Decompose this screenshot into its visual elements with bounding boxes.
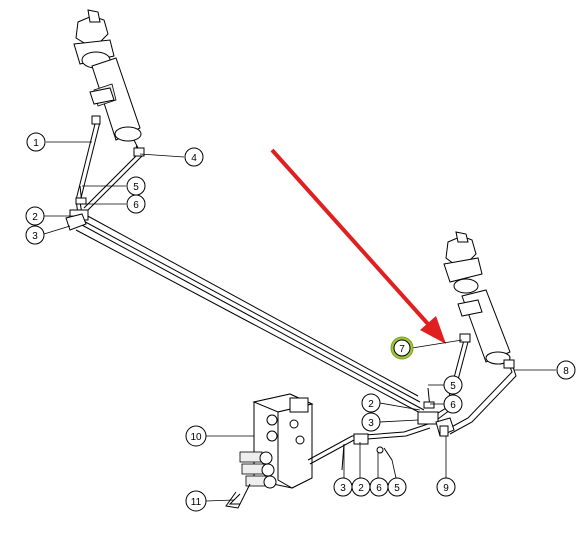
callout-2-bottom: 2 — [351, 477, 371, 497]
callout-label: 2 — [358, 483, 364, 494]
callout-6-upper-left: 6 — [126, 194, 146, 214]
callout-2-right: 2 — [361, 393, 381, 413]
callout-3-right: 3 — [361, 412, 381, 432]
callout-label: 6 — [450, 400, 456, 411]
cylinder-right — [443, 231, 511, 365]
callout-label: 2 — [368, 399, 374, 410]
callout-label: 6 — [376, 483, 382, 494]
callout-label: 9 — [443, 483, 449, 494]
callout-label: 3 — [340, 483, 346, 494]
callout-label: 10 — [190, 432, 202, 443]
cylinder-left — [73, 9, 142, 142]
callout-label: 5 — [133, 182, 139, 193]
callout-label: 11 — [191, 497, 202, 508]
callout-10: 10 — [185, 425, 207, 447]
callout-9: 9 — [436, 477, 456, 497]
left-pipes — [65, 115, 145, 231]
cross-tubes — [75, 213, 427, 417]
callout-label: 3 — [368, 418, 374, 429]
callout-label: 3 — [32, 231, 38, 242]
callout-1: 1 — [26, 132, 46, 152]
callout-11: 11 — [185, 490, 207, 512]
callout-7-highlighted: 7 — [390, 336, 414, 360]
callout-label: 1 — [33, 138, 39, 149]
callout-label: 7 — [399, 344, 405, 355]
callout-label: 4 — [191, 153, 197, 164]
callout-5-upper-left: 5 — [126, 176, 146, 196]
callout-2-upper-left: 2 — [25, 206, 45, 226]
callout-3-upper-left: 3 — [25, 225, 45, 245]
callout-label: 5 — [450, 381, 456, 392]
callout-8: 8 — [556, 360, 576, 380]
callout-4: 4 — [184, 147, 204, 167]
callout-label: 8 — [563, 366, 569, 377]
leader-lines — [43, 141, 556, 502]
red-arrow — [270, 148, 446, 344]
callout-label: 2 — [32, 212, 38, 223]
valve-block — [225, 393, 431, 509]
callout-3-bottom: 3 — [333, 477, 353, 497]
callout-label: 6 — [133, 200, 139, 211]
callout-6-bottom: 6 — [369, 477, 389, 497]
callout-5-bottom: 5 — [387, 477, 407, 497]
callout-6-right: 6 — [443, 394, 463, 414]
callout-5-right: 5 — [443, 375, 463, 395]
callout-label: 5 — [394, 483, 400, 494]
